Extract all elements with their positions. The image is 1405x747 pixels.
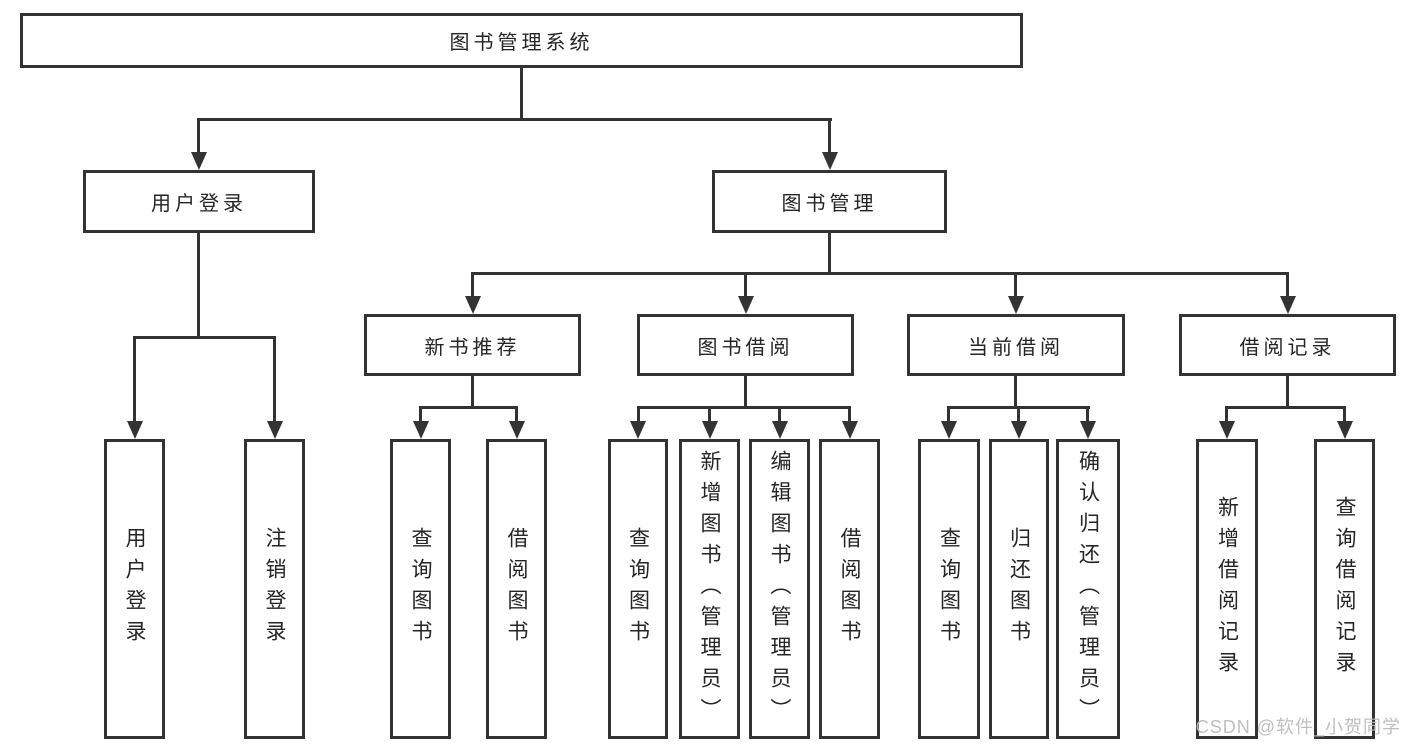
connector-book-borrowing-trunk (744, 376, 747, 408)
arrow-down-icon (413, 421, 429, 439)
leaf-return-books: 归还图书 (989, 439, 1049, 739)
leaf-user-login: 用户登录 (104, 439, 165, 739)
connector-stem-leaf-logout (273, 336, 276, 422)
connector-book-management-trunk (828, 233, 831, 274)
connector-book-management-bar (471, 272, 1289, 275)
node-user-login-label: 用户登录 (151, 193, 247, 215)
connector-stem-book-management (828, 118, 831, 154)
connector-stem (778, 406, 781, 422)
node-root: 图书管理系统 (20, 13, 1023, 68)
leaf-query-borrow-record: 查询借阅记录 (1314, 439, 1375, 739)
leaf-query-books-current: 查询图书 (918, 439, 980, 739)
connector-stem-current-borrowing (1014, 272, 1017, 298)
node-current-borrowing: 当前借阅 (907, 314, 1125, 376)
connector-stem (708, 406, 711, 422)
arrow-down-icon (822, 152, 838, 170)
arrow-down-icon (267, 421, 283, 439)
arrow-down-icon (842, 421, 858, 439)
leaf-borrow-books-label: 借阅图书 (838, 527, 861, 651)
connector-new-book-trunk (471, 376, 474, 408)
arrow-down-icon (127, 421, 143, 439)
connector-stem (947, 406, 950, 422)
node-new-book-recommend: 新书推荐 (364, 314, 581, 376)
node-book-management: 图书管理 (712, 170, 947, 233)
arrow-down-icon (509, 421, 525, 439)
leaf-query-books-recommend-label: 查询图书 (409, 527, 432, 651)
node-borrowing-records-label: 借阅记录 (1239, 336, 1336, 359)
node-new-book-recommend-label: 新书推荐 (424, 336, 521, 359)
leaf-confirm-return-admin-label: 确认归还（管理员） (1076, 449, 1100, 729)
leaf-query-borrow-record-label: 查询借阅记录 (1333, 496, 1356, 682)
connector-user-login-bar (133, 336, 276, 339)
connector-new-book-bar (419, 406, 518, 409)
leaf-edit-books-admin-label: 编辑图书（管理员） (768, 449, 791, 729)
node-book-management-label: 图书管理 (781, 193, 878, 215)
connector-stem (419, 406, 422, 422)
leaf-logout: 注销登录 (244, 439, 305, 739)
connector-stem (1225, 406, 1228, 422)
connector-stem (1017, 406, 1020, 422)
leaf-logout-label: 注销登录 (263, 527, 286, 651)
leaf-edit-books-admin: 编辑图书（管理员） (749, 439, 810, 739)
leaf-confirm-return-admin: 确认归还（管理员） (1056, 439, 1120, 739)
node-book-borrowing-label: 图书借阅 (697, 336, 794, 359)
arrow-down-icon (465, 296, 481, 314)
node-root-label: 图书管理系统 (449, 32, 594, 54)
node-book-borrowing: 图书借阅 (637, 314, 854, 376)
connector-borrowing-records-trunk (1286, 376, 1289, 408)
leaf-borrow-books: 借阅图书 (819, 439, 880, 739)
connector-root-bar (198, 118, 832, 121)
connector-stem-new-book (471, 272, 474, 298)
node-current-borrowing-label: 当前借阅 (968, 336, 1064, 359)
node-borrowing-records: 借阅记录 (1179, 314, 1396, 376)
arrow-down-icon (941, 421, 957, 439)
arrow-down-icon (1080, 421, 1096, 439)
leaf-borrow-books-recommend-label: 借阅图书 (505, 527, 528, 651)
connector-book-borrowing-bar (637, 406, 851, 409)
connector-stem (515, 406, 518, 422)
leaf-add-books-admin: 新增图书（管理员） (679, 439, 740, 739)
connector-stem-book-borrowing (744, 272, 747, 298)
connector-stem-borrowing-records (1286, 272, 1289, 298)
connector-stem (1343, 406, 1346, 422)
leaf-add-borrow-record: 新增借阅记录 (1196, 439, 1258, 739)
connector-user-login-trunk (197, 233, 200, 338)
arrow-down-icon (191, 152, 207, 170)
leaf-user-login-label: 用户登录 (123, 527, 146, 651)
connector-stem-leaf-login (133, 336, 136, 422)
arrow-down-icon (1011, 421, 1027, 439)
leaf-query-books-borrowing-label: 查询图书 (626, 527, 650, 651)
leaf-query-books-current-label: 查询图书 (937, 527, 961, 651)
arrow-down-icon (1280, 296, 1296, 314)
connector-stem (1086, 406, 1089, 422)
leaf-add-books-admin-label: 新增图书（管理员） (698, 449, 721, 729)
arrow-down-icon (630, 421, 646, 439)
connector-stem (848, 406, 851, 422)
arrow-down-icon (1219, 421, 1235, 439)
connector-current-borrowing-trunk (1014, 376, 1017, 408)
connector-stem-user-login (197, 118, 200, 154)
leaf-add-borrow-record-label: 新增借阅记录 (1215, 496, 1239, 682)
connector-stem (637, 406, 640, 422)
csdn-watermark: CSDN @软件_小贺同学 (1195, 717, 1401, 737)
leaf-return-books-label: 归还图书 (1007, 527, 1031, 651)
arrow-down-icon (702, 421, 718, 439)
leaf-query-books-borrowing: 查询图书 (608, 439, 668, 739)
leaf-query-books-recommend: 查询图书 (390, 439, 451, 739)
arrow-down-icon (1008, 296, 1024, 314)
node-user-login: 用户登录 (83, 170, 315, 233)
connector-root-trunk (520, 66, 523, 120)
arrow-down-icon (1337, 421, 1353, 439)
arrow-down-icon (772, 421, 788, 439)
connector-borrowing-records-bar (1225, 406, 1346, 409)
arrow-down-icon (738, 296, 754, 314)
leaf-borrow-books-recommend: 借阅图书 (486, 439, 547, 739)
